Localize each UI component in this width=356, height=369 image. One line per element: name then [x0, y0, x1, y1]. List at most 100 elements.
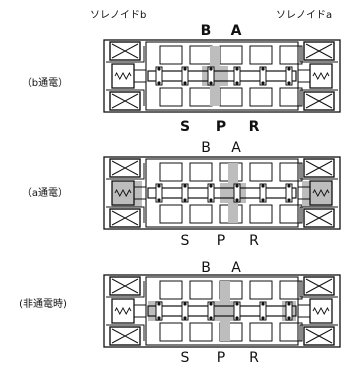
top-chamber [189, 162, 213, 182]
top-chamber [219, 45, 243, 65]
housing [103, 156, 341, 230]
coil-cross [305, 278, 333, 294]
bottom-chamber [249, 322, 273, 342]
state-label-a: （a通電） [22, 187, 68, 199]
flow-shade [228, 203, 238, 223]
seal [209, 67, 213, 71]
manual-override-right [297, 186, 311, 200]
state-label-off: (非通電時) [19, 298, 67, 310]
spool-land [155, 301, 163, 321]
spool-land [181, 66, 189, 86]
port-b-1: B [201, 23, 212, 39]
coil-cross [111, 328, 139, 344]
flow-shade [210, 46, 220, 66]
pilot-line [106, 206, 145, 223]
coil-box [109, 276, 141, 296]
seal [235, 302, 239, 306]
bottom-chamber [279, 204, 303, 224]
manual-override-left [133, 186, 147, 200]
spool-land [259, 183, 267, 203]
coil-box [303, 91, 335, 111]
coil-box [303, 41, 335, 61]
port-b-2: B [201, 140, 211, 156]
seal [261, 316, 265, 320]
manual-override-left [133, 304, 147, 318]
pilot-line [299, 324, 338, 341]
flow-shade [210, 86, 220, 106]
seal [235, 198, 239, 202]
coil-cross [305, 210, 333, 226]
seal [183, 198, 187, 202]
spool-land [285, 66, 293, 86]
seal [287, 81, 291, 85]
coil-cross [111, 160, 139, 176]
bottom-chamber [189, 204, 213, 224]
coil-cross [305, 43, 333, 59]
spool-land [259, 301, 267, 321]
seal [287, 302, 291, 306]
flow-shade [220, 183, 246, 203]
seal [183, 67, 187, 71]
bottom-chamber [189, 322, 213, 342]
coil-box [109, 158, 141, 178]
seal [157, 81, 161, 85]
coil-box [303, 158, 335, 178]
seal [157, 316, 161, 320]
bottom-chamber [189, 87, 213, 107]
seal [157, 198, 161, 202]
seal [235, 316, 239, 320]
seal [209, 316, 213, 320]
bottom-chamber [159, 87, 183, 107]
spool-land [233, 183, 241, 203]
bottom-chamber [249, 204, 273, 224]
seal [183, 302, 187, 306]
top-chamber [189, 280, 213, 300]
coil-box [109, 208, 141, 228]
pilot-line [299, 206, 338, 223]
top-chamber [159, 162, 183, 182]
pilot-line [299, 89, 338, 106]
seal [235, 184, 239, 188]
spool-land [207, 66, 215, 86]
bottom-chamber [279, 322, 303, 342]
pilot-line [106, 89, 145, 106]
port-s-1: S [180, 119, 190, 135]
valve-panel-1 [103, 39, 341, 113]
top-chamber [249, 280, 273, 300]
seal [157, 184, 161, 188]
spool-land [233, 301, 241, 321]
spool-land [181, 183, 189, 203]
state-label-b: （b通電） [22, 77, 68, 89]
seal [235, 67, 239, 71]
seal [261, 184, 265, 188]
seal [209, 184, 213, 188]
coil-box [303, 276, 335, 296]
valve-panel-2 [103, 156, 341, 230]
top-chamber [159, 45, 183, 65]
seal [209, 81, 213, 85]
seal [235, 81, 239, 85]
top-chamber [249, 162, 273, 182]
port-r-1: R [249, 119, 260, 135]
spool-land [155, 66, 163, 86]
pilot-line [106, 281, 145, 298]
pilot-line [299, 163, 338, 180]
pilot-line [299, 281, 338, 298]
port-r-3: R [249, 350, 259, 366]
spring [312, 72, 330, 80]
seal [183, 316, 187, 320]
coil-cross [305, 160, 333, 176]
valve-panel-3 [103, 274, 341, 348]
pilot-line [106, 46, 145, 63]
seal [261, 81, 265, 85]
housing [103, 274, 341, 348]
coil-cross [111, 210, 139, 226]
spring [312, 189, 330, 197]
port-r-2: R [249, 233, 259, 249]
coil-box [109, 91, 141, 111]
flow-shade [220, 281, 230, 301]
coil-box [303, 208, 335, 228]
spool-land [259, 66, 267, 86]
seal [183, 81, 187, 85]
